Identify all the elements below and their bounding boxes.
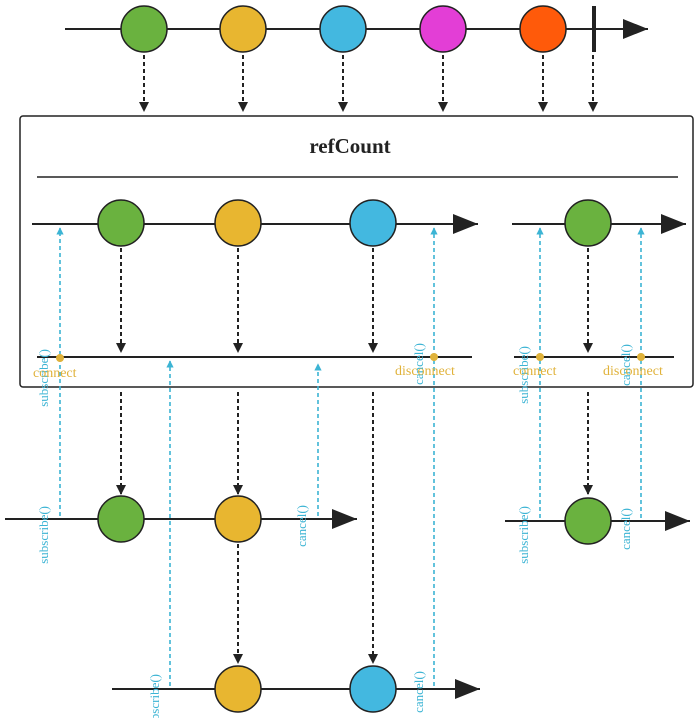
subscribe-label: subscribe() — [36, 349, 51, 407]
disconnect-label: disconnect — [395, 364, 455, 379]
disconnect-marker — [430, 353, 438, 361]
marble-green — [564, 497, 612, 545]
marble-green — [97, 199, 145, 247]
marble-green — [97, 495, 145, 543]
connect-marker — [56, 354, 64, 362]
cancel-label: cancel() — [411, 671, 426, 713]
marble-green — [120, 5, 168, 53]
subscriber-a-marbles — [97, 495, 262, 543]
cancel-label: cancel() — [618, 344, 633, 386]
operator-title: refCount — [309, 134, 390, 158]
subscribe-label: subscribe() — [36, 506, 51, 564]
connect-marker — [536, 353, 544, 361]
marble-green — [564, 199, 612, 247]
disconnect-label: disconnect — [603, 364, 663, 379]
connect-label: connect — [513, 364, 557, 379]
subscribe-label: subscribe() — [147, 674, 162, 718]
operator-box — [19, 115, 694, 388]
source-marbles — [120, 5, 567, 53]
subscribe-label: subscribe() — [516, 346, 531, 404]
subscribe-label: subscribe() — [516, 506, 531, 564]
cancel-label: cancel() — [294, 505, 309, 547]
subscriber-a-timeline — [5, 509, 357, 529]
marble-yellow — [214, 495, 262, 543]
marble-yellow — [214, 665, 262, 713]
marble-yellow — [219, 5, 267, 53]
cancel-label: cancel() — [411, 343, 426, 385]
marble-blue — [349, 665, 397, 713]
cancel-label: cancel() — [618, 508, 633, 550]
subscriber-c-marbles — [564, 497, 612, 545]
emission-arrows — [116, 55, 598, 664]
subscription-arrows — [56, 227, 645, 686]
marble-yellow — [214, 199, 262, 247]
connection-1-marbles — [97, 199, 397, 247]
connection-2-marbles — [564, 199, 612, 247]
subscriber-b-marbles — [214, 665, 397, 713]
marble-blue — [319, 5, 367, 53]
connect-label: connect — [33, 366, 77, 381]
subscriber-b-timeline — [112, 679, 480, 699]
disconnect-marker — [637, 353, 645, 361]
marble-blue — [349, 199, 397, 247]
marble-orange — [519, 5, 567, 53]
marble-magenta — [419, 5, 467, 53]
